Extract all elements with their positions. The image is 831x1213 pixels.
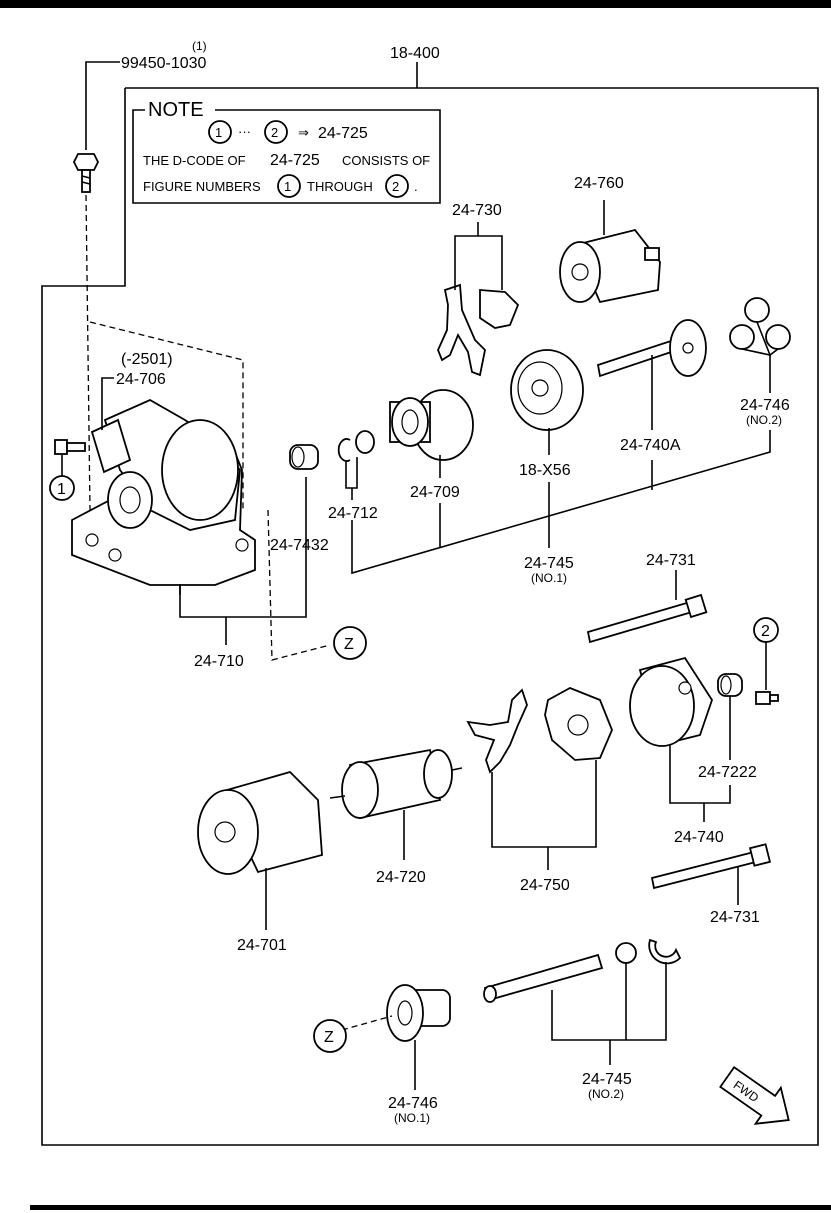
- bottom-band: [30, 1205, 831, 1210]
- bracket-icon: [90, 418, 132, 474]
- bolt-dash: [85, 194, 91, 511]
- callout-z-bottom-label: Z: [324, 1029, 334, 1046]
- note-line3-prefix: FIGURE NUMBERS: [143, 179, 261, 194]
- label-24-731-top: 24-731: [646, 552, 696, 569]
- label-24-709: 24-709: [410, 484, 460, 501]
- note-callout-1: [208, 120, 232, 144]
- housing-dash: [89, 321, 244, 510]
- note-callout-4: [385, 174, 409, 198]
- label-24-706: 24-706: [116, 371, 166, 388]
- bolt-qty: (1): [192, 39, 207, 53]
- bearing-cage-icon: [648, 938, 682, 965]
- note-range-from: 1: [215, 125, 222, 140]
- through-bolt-top-icon: [586, 593, 708, 644]
- leader-24-710: [179, 477, 307, 618]
- idler-shaft-icon: [483, 953, 604, 1003]
- label-24-760: 24-760: [574, 175, 624, 192]
- small-bolt-icon: [54, 439, 86, 455]
- callout-z-top-icon: [333, 626, 367, 660]
- label-24-745-bottom: 24-745: [582, 1071, 632, 1088]
- note-callout-3: [277, 174, 301, 198]
- callout-z-bottom-icon: [313, 1019, 347, 1053]
- label-24-701: 24-701: [237, 937, 287, 954]
- z-dash: [267, 509, 331, 661]
- clutch-icon: [389, 389, 474, 461]
- label-2501: (-2501): [121, 351, 173, 368]
- label-24-745-top: 24-745: [524, 555, 574, 572]
- label-24-746-top-sub: (NO.2): [746, 413, 782, 427]
- label-24-750: 24-750: [520, 877, 570, 894]
- leader-24-746-top-b: [769, 348, 779, 393]
- leader-24-750: [491, 760, 597, 848]
- label-18-x56: 18-X56: [519, 462, 571, 479]
- bolt-icon: [72, 153, 100, 193]
- note-line3-mid: THROUGH: [307, 179, 373, 194]
- note-line3-num2: 2: [392, 179, 399, 194]
- end-frame-icon: [629, 656, 713, 747]
- label-24-746-bottom-sub: (NO.1): [394, 1111, 430, 1125]
- end-screw-icon: [755, 691, 779, 705]
- brush-holder-icon: [544, 687, 613, 761]
- note-line3-end: .: [414, 179, 418, 194]
- label-24-712: 24-712: [328, 505, 378, 522]
- label-24-730: 24-730: [452, 202, 502, 219]
- leader-24-745-bottom: [551, 962, 667, 1041]
- planet-gears-icon: [729, 297, 791, 350]
- label-24-740a: 24-740A: [620, 437, 681, 454]
- bearing-housing-icon: [510, 349, 584, 431]
- note-line3-num1: 1: [284, 179, 291, 194]
- label-24-7432: 24-7432: [270, 537, 329, 554]
- bearing-ball-icon: [615, 942, 637, 964]
- pinion-gear-icon: [386, 984, 451, 1042]
- solenoid-icon: [559, 228, 661, 304]
- label-24-7222: 24-7222: [698, 764, 757, 781]
- armature-icon: [329, 748, 463, 820]
- brush-lead-icon: [466, 688, 528, 774]
- drive-housing-icon: [71, 398, 256, 595]
- planetary-shaft-icon: [596, 319, 707, 378]
- bolt-leader: [85, 61, 120, 150]
- bushing-icon: [289, 444, 319, 470]
- through-bolt-bottom-icon: [650, 843, 772, 890]
- fwd-arrow-icon: FWD: [719, 1065, 790, 1125]
- label-24-745-top-sub: (NO.1): [531, 571, 567, 585]
- shift-lever-icon: [437, 283, 520, 377]
- note-box: NOTE 1 ··· 2 ⇒ 24-725 THE D-CODE OF 24-7…: [132, 99, 441, 204]
- top-band: [0, 0, 831, 8]
- leader-24-745-top: [351, 430, 771, 575]
- label-24-746-top: 24-746: [740, 397, 790, 414]
- label-24-710: 24-710: [194, 653, 244, 670]
- callout-1-icon: [49, 475, 75, 501]
- label-24-731-bottom: 24-731: [710, 909, 760, 926]
- leader-24-730: [454, 235, 503, 290]
- callout-z-top-label: Z: [344, 636, 354, 653]
- label-24-746-bottom: 24-746: [388, 1095, 438, 1112]
- note-title: NOTE: [148, 99, 204, 121]
- bolt-part-number: 99450-1030: [121, 55, 207, 72]
- note-line2-suffix: CONSISTS OF: [342, 153, 430, 168]
- label-24-745-bottom-sub: (NO.2): [588, 1087, 624, 1101]
- note-callout-2: [264, 120, 288, 144]
- end-bushing-icon: [717, 673, 743, 697]
- label-24-740: 24-740: [674, 829, 724, 846]
- note-arrow: ⇒: [298, 125, 309, 140]
- assembly-frame: [41, 87, 819, 1146]
- leader-24-706: [101, 377, 114, 430]
- z-dash-bottom: [341, 1015, 393, 1031]
- clip-rings-icon: [337, 430, 375, 462]
- note-line2-prefix: THE D-CODE OF: [143, 153, 246, 168]
- note-range-sep: ···: [238, 124, 251, 139]
- note-range-to: 2: [271, 125, 278, 140]
- callout-2-label: 2: [761, 623, 770, 640]
- leader-24-740: [669, 745, 731, 804]
- note-line2-code: 24-725: [270, 152, 320, 169]
- label-24-720: 24-720: [376, 869, 426, 886]
- assembly-label: 18-400: [390, 45, 440, 62]
- callout-1-label: 1: [57, 481, 66, 498]
- note-range-code: 24-725: [318, 125, 368, 142]
- yoke-icon: [197, 770, 323, 875]
